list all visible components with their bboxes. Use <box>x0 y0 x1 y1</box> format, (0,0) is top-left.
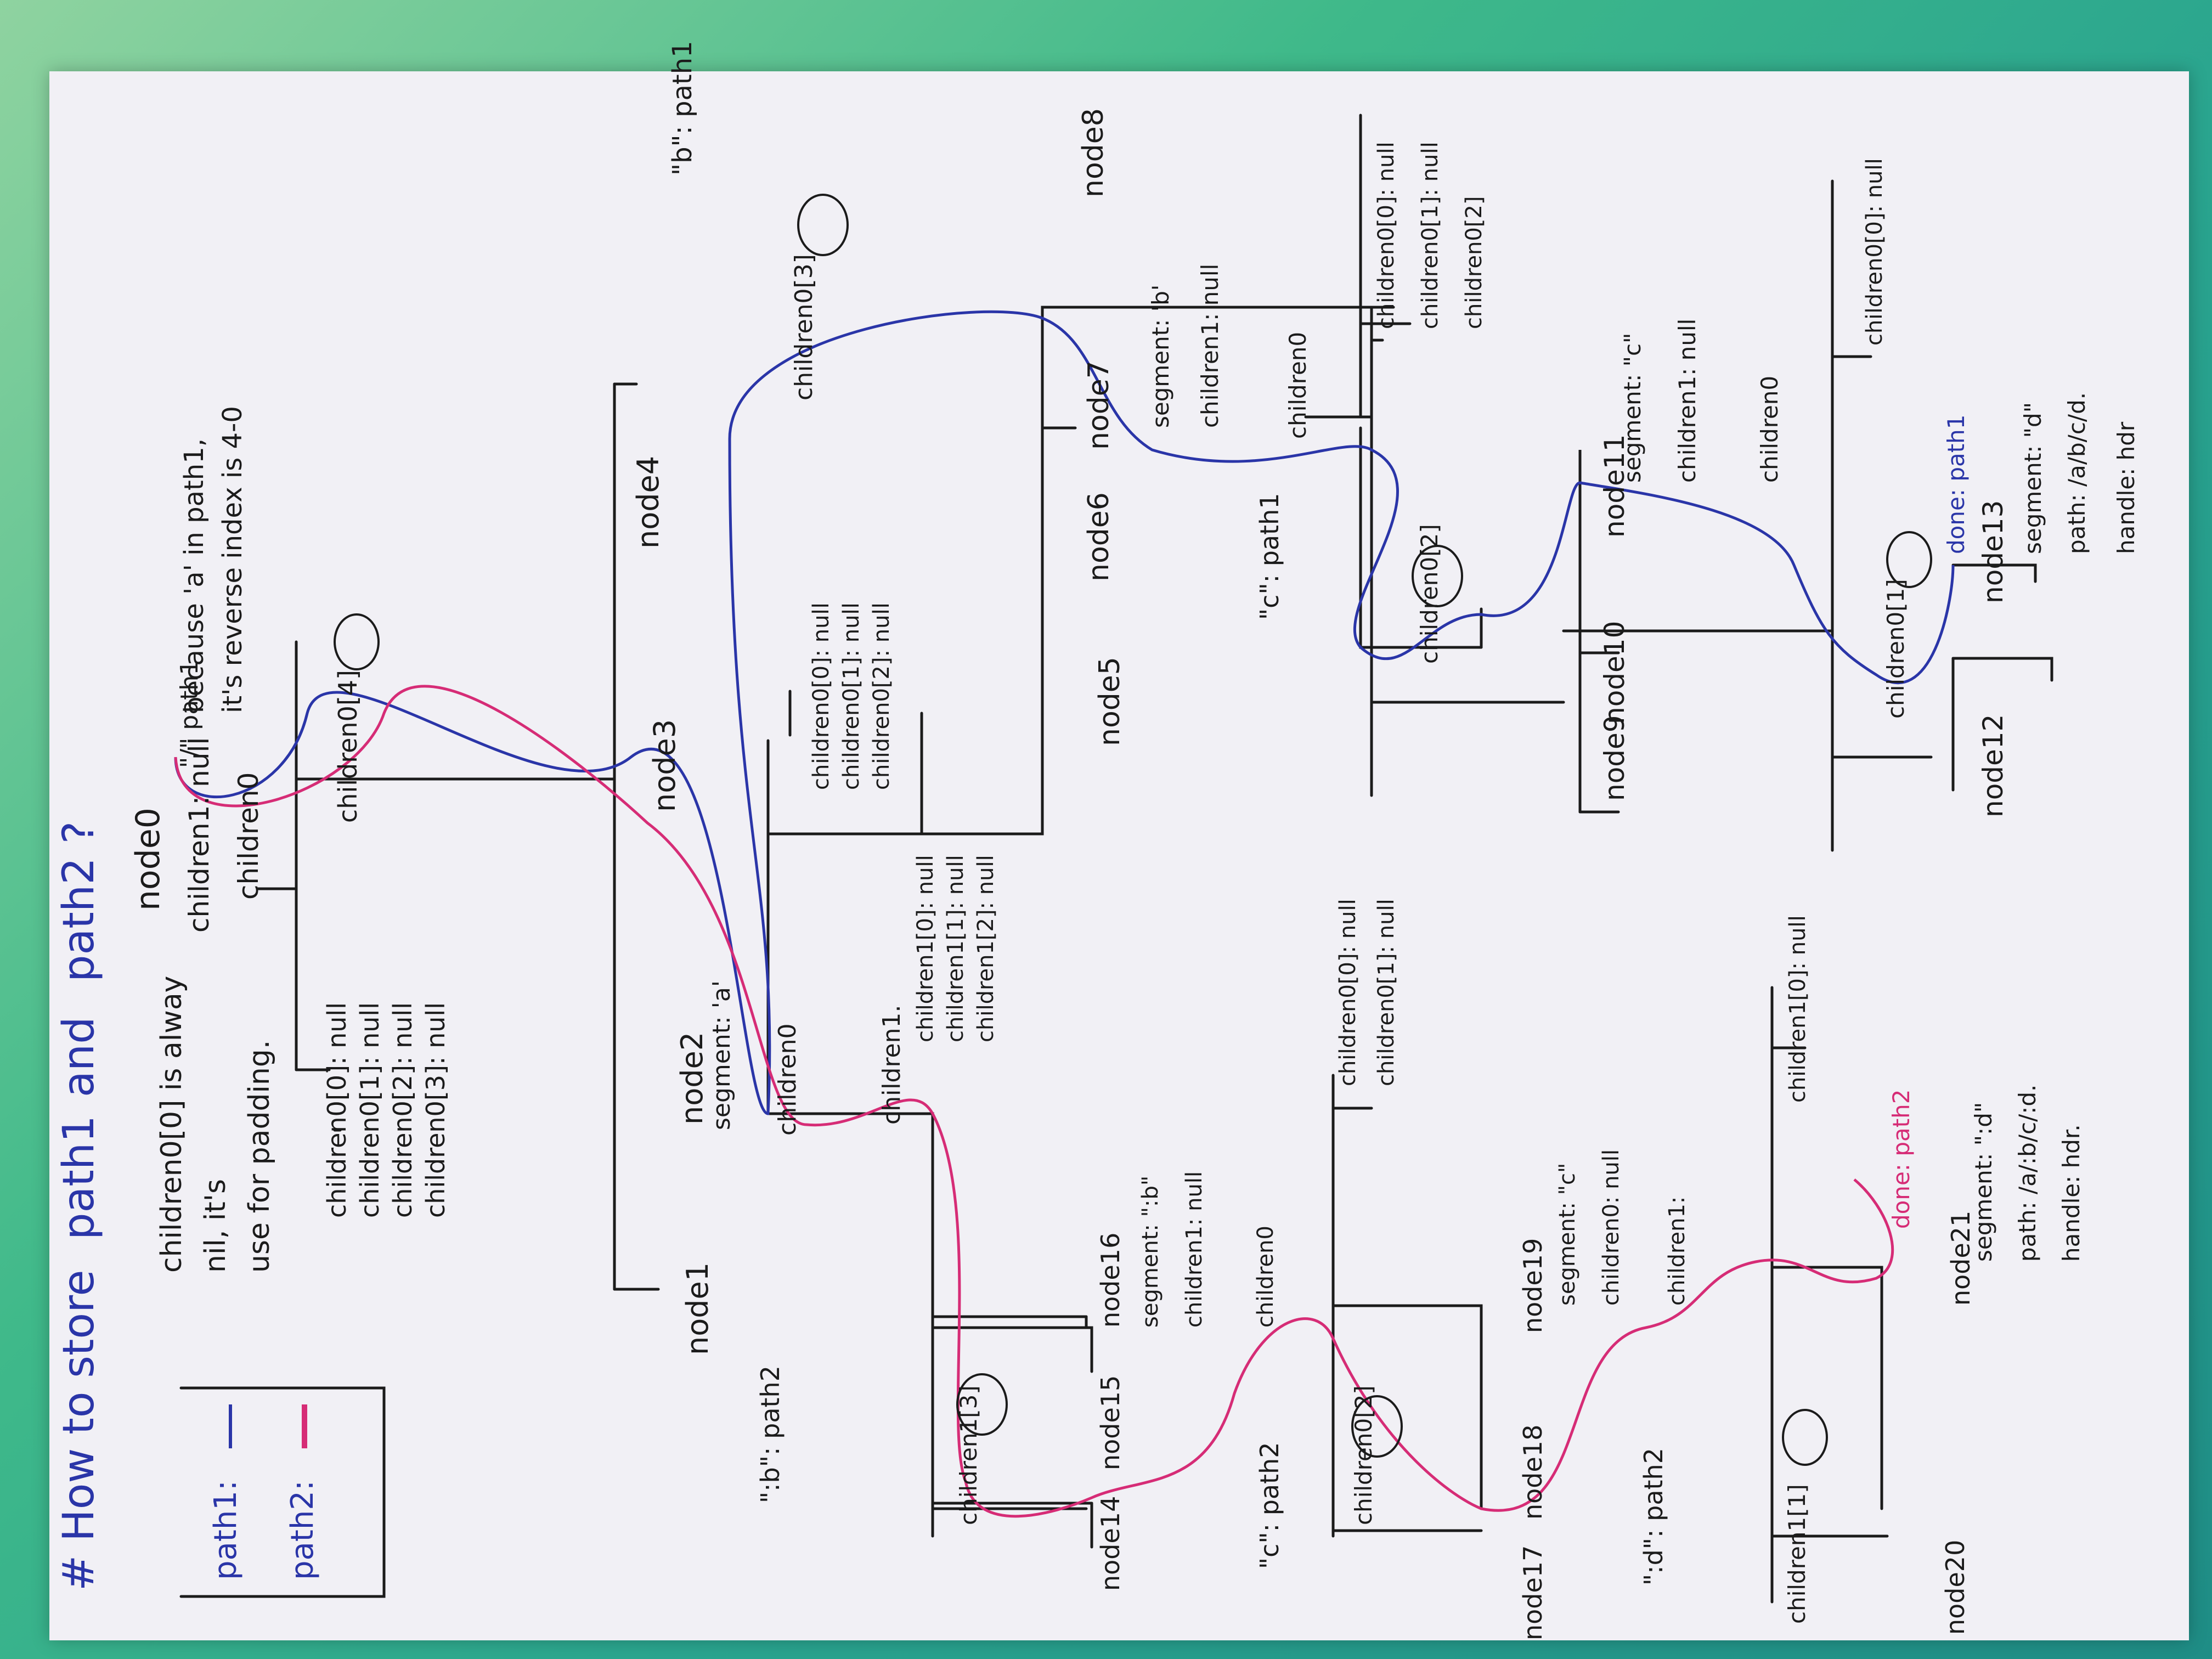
node2-c1-0: children1[0]: null <box>913 855 938 1042</box>
node11-c0-0: children0[0]: null <box>1862 158 1887 346</box>
node11-label: node11 <box>1599 435 1630 538</box>
heading-path2: path2 ? <box>54 821 104 982</box>
node21-handle: handle: hdr. <box>2058 1124 2085 1262</box>
node21-path: path: /a/:b/c/:d. <box>2014 1085 2041 1262</box>
node4-label: node4 <box>631 456 665 549</box>
node13-label: node13 <box>1977 500 2009 603</box>
node0-child-3: children0[3]: null <box>421 1002 450 1218</box>
node7-c0-1: children0[1]: null <box>1418 142 1443 329</box>
node16-children0: children0 <box>1253 1226 1278 1328</box>
node7-label: node7 <box>1082 360 1115 450</box>
path1-curve <box>174 310 1955 1115</box>
node2-children0: children0 <box>774 1023 802 1136</box>
node11-segment: segment: "c" <box>1619 333 1646 483</box>
node16-children1: children1: null <box>1182 1171 1207 1328</box>
node19-c1-0: children1[0]: null <box>1785 915 1810 1103</box>
node18-label: node18 <box>1518 1425 1548 1520</box>
node13-handle: handle: hdr <box>2113 421 2140 554</box>
node2-c0-0: children0[0]: null <box>809 602 834 790</box>
node12-label: node12 <box>1977 714 2009 817</box>
node11-children0: children0 <box>1756 376 1783 483</box>
node2-c1-2: children1[2]: null <box>973 855 998 1042</box>
note-because-2: it's reverse index is 4-0 <box>217 406 248 713</box>
node7-c0-2: children0[2] <box>1462 196 1487 329</box>
node3-label: node3 <box>647 719 682 812</box>
children0-1-label: children0[1] <box>1882 579 1909 719</box>
node0-label: node0 <box>129 808 167 911</box>
node0-child-2: children0[2]: null <box>388 1002 417 1218</box>
node19-segment: segment: "c" <box>1555 1163 1580 1306</box>
c-path1: "c": path1 <box>1255 493 1284 620</box>
b-path2: ":b": path2 <box>755 1365 785 1503</box>
node16-segment: segment: ":b" <box>1138 1176 1163 1328</box>
b-path1: "b": path1 <box>667 41 698 176</box>
node13-done: done: path1 <box>1943 414 1970 554</box>
note-line-3: use for padding. <box>243 1040 276 1273</box>
node19-label: node19 <box>1518 1238 1548 1333</box>
node13-path: path: /a/b/c/d. <box>2063 392 2090 554</box>
node2-children1: children1. <box>878 1005 906 1125</box>
node15-label: node15 <box>1096 1375 1125 1470</box>
node6-label: node6 <box>1082 492 1115 582</box>
heading-path1: path1 <box>54 1115 104 1240</box>
node13-segment: segment: "d" <box>2019 402 2046 554</box>
node9-label: node9 <box>1599 715 1630 801</box>
note-because-1: because 'a' in path1, <box>179 438 210 713</box>
node14-label: node14 <box>1096 1496 1125 1591</box>
note-line-1: children0[0] is alway <box>155 976 188 1273</box>
node21-done: done: path2 <box>1888 1089 1915 1229</box>
node7-children1: children1: null <box>1197 264 1223 428</box>
node0-child-1: children0[1]: null <box>355 1002 385 1218</box>
node16-label: node16 <box>1096 1233 1125 1328</box>
heading-and: and <box>54 1017 104 1097</box>
node2-c0-2: children0[2]: null <box>869 602 894 790</box>
children1-1-label: children1[1] <box>1784 1484 1810 1624</box>
circle-annotations <box>334 194 1932 1466</box>
legend-path1: path1: <box>208 1480 244 1580</box>
node10-label: node10 <box>1599 621 1630 724</box>
node16-c0-1: children0[1]: null <box>1374 899 1399 1086</box>
path2-curve <box>174 685 1894 1518</box>
node7-children0: children0 <box>1284 332 1311 439</box>
node16-c0-0: children0[0]: null <box>1335 899 1361 1086</box>
node19-children1: children1: <box>1664 1197 1690 1306</box>
c-path2: "c": path2 <box>1255 1442 1284 1569</box>
node11-children1: children1: null <box>1674 319 1701 483</box>
node0-path: "/" path1 <box>176 660 204 768</box>
node8-label: node8 <box>1077 108 1110 198</box>
children0-3-label: children0[3] <box>790 254 818 400</box>
node0-children0: children0 <box>233 772 264 900</box>
children0-4-label: children0[4] <box>333 670 363 823</box>
node17-label: node17 <box>1518 1545 1548 1640</box>
node21-segment: segment: ":d" <box>1970 1102 1997 1262</box>
node2-c1-1: children1[1]: null <box>943 855 968 1042</box>
d-path2: ":d": path2 <box>1639 1448 1668 1585</box>
node1-label: node1 <box>680 1262 715 1355</box>
node19-children0: children0: null <box>1599 1149 1624 1306</box>
heading-prefix: # How to store <box>54 1270 104 1592</box>
node0-children1: children1: null <box>183 737 215 933</box>
node5-label: node5 <box>1093 657 1126 746</box>
node20-label: node20 <box>1940 1540 1970 1635</box>
node21-label: node21 <box>1946 1211 1976 1306</box>
node2-segment: segment: 'a' <box>708 980 736 1130</box>
note-line-2: nil, it's <box>199 1179 232 1273</box>
node0-child-0: children0[0]: null <box>322 1002 352 1218</box>
node7-c0-0: children0[0]: null <box>1374 142 1399 329</box>
node2-label: node2 <box>675 1032 709 1125</box>
children1-3-label: children1[3] <box>955 1385 982 1525</box>
node2-c0-1: children0[1]: null <box>839 602 864 790</box>
node7-segment: segment: 'b' <box>1147 285 1174 428</box>
legend-path2: path2: <box>285 1480 320 1580</box>
